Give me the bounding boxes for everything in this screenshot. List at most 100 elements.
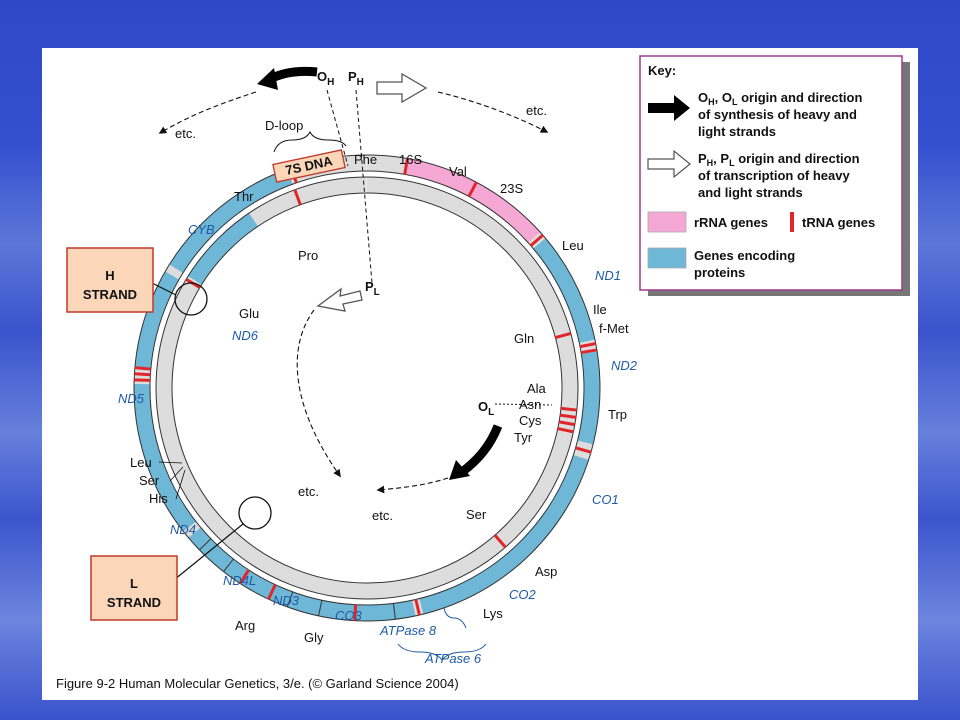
- segment-nd6: [188, 213, 259, 285]
- h-strand-box: H STRAND: [66, 247, 154, 313]
- figure-panel: OH PH PL OL etc. etc. etc. etc. D-loop 7…: [42, 48, 918, 700]
- trna-tick-asn: [559, 413, 577, 419]
- etc-label-upper-left: etc.: [175, 126, 196, 141]
- trna-tick-ser: [134, 372, 151, 377]
- svg-text:proteins: proteins: [694, 265, 745, 280]
- etc-label-inner-left: etc.: [298, 484, 319, 499]
- key-title: Key:: [648, 63, 676, 78]
- trna-tick-gln: [554, 331, 572, 339]
- etc-label-inner-right: etc.: [372, 508, 393, 523]
- key-trna-swatch: [790, 212, 794, 232]
- oh-synthesis-arrow-head: [257, 68, 278, 90]
- segment-rrna: [404, 158, 541, 243]
- gene-label-co3: CO3: [335, 608, 363, 623]
- svg-text:and light strands: and light strands: [698, 185, 803, 200]
- key-open-arrow-icon: [647, 149, 691, 179]
- outer-ring-edge-inner: [149, 170, 585, 606]
- gene-label-ala: Ala: [527, 381, 547, 396]
- h-strand-circle: [174, 282, 208, 316]
- gene-label-leu-1: Leu: [562, 238, 584, 253]
- key-box: Key: OH, OL origin and direction of synt…: [639, 55, 910, 296]
- dloop-brace: [273, 130, 347, 153]
- trna-tick-cys: [558, 420, 576, 427]
- trna-tick-ile: [579, 342, 597, 349]
- segment-nd4-nd5: [133, 383, 197, 532]
- key-protein-swatch: [647, 247, 687, 269]
- trna-tick-ser1: [493, 534, 507, 549]
- genome-rings: [133, 154, 601, 622]
- pl-transcription-arrow: [316, 287, 363, 312]
- svg-text:light strands: light strands: [698, 124, 776, 139]
- sep-nd4l-nd4: [199, 538, 212, 551]
- gene-label-glu: Glu: [239, 306, 259, 321]
- atpase6-brace: [397, 643, 487, 661]
- l-strand-box: L STRAND: [90, 555, 178, 621]
- gene-label-lys: Lys: [483, 606, 503, 621]
- oh-label: OH: [317, 69, 334, 88]
- gene-label-val: Val: [449, 164, 467, 179]
- leu-leader: [158, 461, 183, 464]
- gene-label-16s: 16S: [399, 152, 422, 167]
- gene-label-nd5: ND5: [118, 391, 145, 406]
- trna-tick-tyr: [557, 427, 574, 434]
- segment-nd5: [134, 271, 180, 370]
- mtdna-diagram: OH PH PL OL etc. etc. etc. etc. D-loop 7…: [56, 55, 910, 691]
- inner-ring-edge-inner: [171, 192, 563, 584]
- segment-nd1: [533, 238, 595, 343]
- oh-synthesis-arrow: [267, 66, 318, 84]
- trna-tick-leu2: [134, 366, 151, 371]
- sep-nd3-nd4l: [223, 558, 234, 572]
- oh-line: [326, 89, 349, 167]
- gene-label-co1: CO1: [592, 492, 619, 507]
- ol-label: OL: [478, 399, 494, 418]
- figure-caption: Figure 9-2 Human Molecular Genetics, 3/e…: [56, 676, 459, 691]
- trna-tick-val: [467, 181, 478, 198]
- gene-label-pro: Pro: [298, 248, 318, 263]
- trna-tick-ala: [560, 406, 578, 412]
- gene-label-fmet: f-Met: [599, 321, 629, 336]
- gene-label-asp: Asp: [535, 564, 557, 579]
- trna-tick-leu: [529, 234, 544, 247]
- l-strand-circle: [238, 496, 272, 530]
- h-strand-leader: [151, 282, 177, 296]
- svg-text:L: L: [130, 576, 138, 591]
- gene-label-23s: 23S: [500, 181, 523, 196]
- svg-text:of synthesis of heavy and: of synthesis of heavy and: [698, 107, 857, 122]
- gene-label-nd4l: ND4L: [223, 573, 256, 588]
- ph-label: PH: [348, 69, 364, 88]
- trna-tick-arg: [238, 569, 251, 585]
- sep-co3-nd3: [286, 591, 294, 608]
- his-leader: [175, 469, 186, 500]
- gene-label-nd3: ND3: [273, 593, 300, 608]
- svg-text:rRNA genes: rRNA genes: [694, 215, 768, 230]
- gene-label-ile: Ile: [593, 302, 607, 317]
- outer-ring-edge-outer: [133, 154, 601, 622]
- etc-label-upper-right: etc.: [526, 103, 547, 118]
- segment-nd2: [577, 351, 600, 445]
- gene-label-arg: Arg: [235, 618, 255, 633]
- gene-label-tyr: Tyr: [514, 430, 533, 445]
- etc-arrow-upper-left: [158, 91, 257, 134]
- trna-tick-fmet: [580, 348, 598, 355]
- gene-label-cys: Cys: [519, 413, 542, 428]
- trna-tick-lys: [353, 604, 358, 621]
- trna-tick-phe: [403, 158, 409, 175]
- l-strand-leader: [168, 523, 244, 585]
- svg-text:of transcription of heavy: of transcription of heavy: [698, 168, 850, 183]
- trna-tick-gly: [267, 584, 277, 600]
- pl-label: PL: [365, 279, 380, 298]
- svg-text:PH, PL origin and direction: PH, PL origin and direction: [698, 151, 860, 168]
- trna-tick-asp: [414, 599, 421, 616]
- trna-tick-trp: [575, 446, 592, 454]
- gene-label-asn: Asn: [519, 397, 541, 412]
- gene-label-ser-1: Ser: [466, 507, 487, 522]
- etc-arrow-upper-right: [437, 91, 549, 133]
- key-rrna-swatch: [647, 211, 687, 233]
- svg-text:STRAND: STRAND: [83, 287, 137, 302]
- gene-label-his: His: [149, 491, 168, 506]
- gene-label-trp: Trp: [608, 407, 627, 422]
- gene-label-gln: Gln: [514, 331, 534, 346]
- sep-co2-atp8: [392, 603, 396, 620]
- gene-label-nd1: ND1: [595, 268, 621, 283]
- ol-line: [494, 403, 553, 406]
